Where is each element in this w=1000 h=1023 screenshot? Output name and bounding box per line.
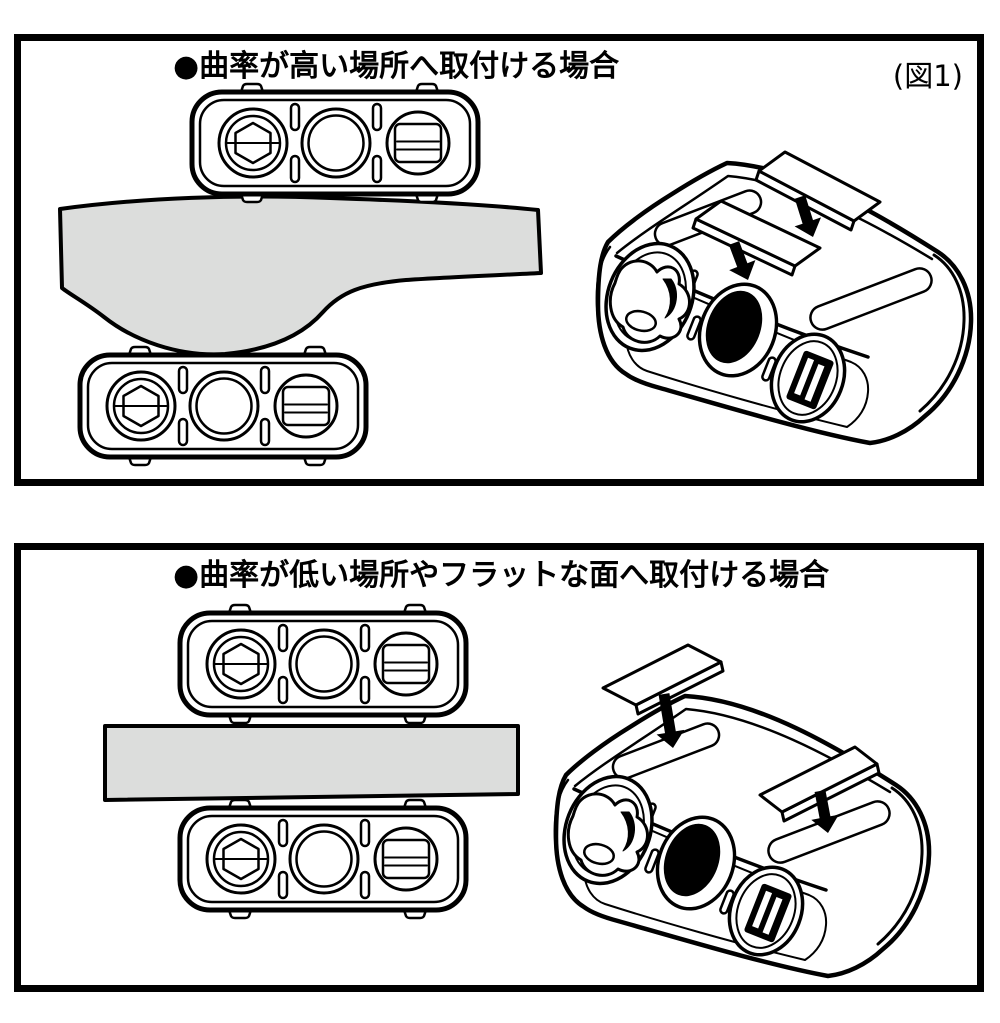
panel-high-curvature: ●曲率が高い場所へ取付ける場合 (図1) (14, 34, 984, 486)
attach-arrow-icon (811, 790, 839, 833)
device-front-bottom-view (180, 800, 466, 918)
flat-mounting-surface (103, 724, 520, 802)
attach-arrow-icon (656, 693, 685, 748)
panel2-illustration (103, 605, 929, 976)
curved-mounting-surface (58, 194, 543, 357)
panel1-illustration (58, 84, 971, 465)
device-front-top-view (192, 84, 478, 202)
device-isometric-view (549, 643, 929, 976)
device-front-top-view (180, 605, 466, 723)
device-isometric-view (591, 150, 971, 443)
figure-label: (図1) (892, 59, 963, 93)
panel-low-curvature: ●曲率が低い場所やフラットな面へ取付ける場合 (14, 543, 984, 992)
adhesive-pad (691, 199, 822, 277)
panel-high-curvature-title: ●曲率が高い場所へ取付ける場合 (159, 46, 634, 87)
adhesive-pad (758, 745, 881, 823)
panel-low-curvature-title: ●曲率が低い場所やフラットな面へ取付ける場合 (159, 555, 844, 596)
adhesive-pad (601, 643, 725, 716)
attach-arrow-icon (728, 241, 756, 280)
device-front-bottom-view (80, 347, 366, 465)
attach-arrow-icon (794, 195, 821, 237)
